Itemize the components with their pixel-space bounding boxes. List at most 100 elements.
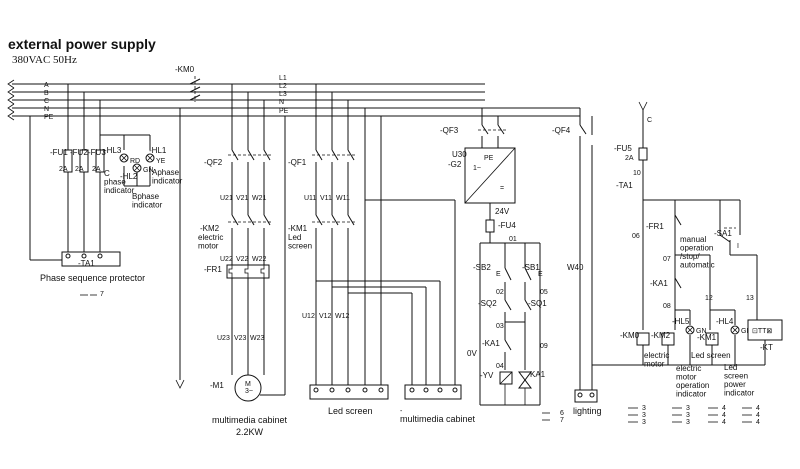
lamp-hl5-color: GN xyxy=(696,328,707,335)
control-fr1-label: -FR1 xyxy=(646,222,664,231)
ref-col-1-0: 3 xyxy=(686,405,690,412)
cabinet-terminal-block xyxy=(404,384,462,400)
ref-col-2-1: 4 xyxy=(722,412,726,419)
fuse-fu5-rating: 2A xyxy=(625,155,634,162)
protector-caption: Phase sequence protector xyxy=(40,273,145,283)
coil-km1 xyxy=(705,332,719,346)
phase-section-wires xyxy=(29,84,185,389)
fuse-label-fu1: -FU1 xyxy=(50,148,68,157)
control-section-wires xyxy=(638,101,766,366)
line-label-n: N xyxy=(279,99,284,106)
switch-sq1-label: -SQ1 xyxy=(528,299,547,308)
psu-symbol-ac: 1~ xyxy=(473,165,481,172)
bus-lines xyxy=(7,76,580,121)
motor-term-v22: V22 xyxy=(236,256,249,263)
lamp-label-hl2: -HL2 xyxy=(120,172,138,181)
motor-term-w22: W22 xyxy=(252,256,267,263)
led-term-v11: V11 xyxy=(320,195,332,202)
button-sb1-label: -SB1 xyxy=(522,263,540,272)
page-title: external power supply xyxy=(8,36,156,52)
fuse-fu4-label: -FU4 xyxy=(498,221,516,230)
button-sb2-e: E xyxy=(496,271,501,278)
node-05: 05 xyxy=(540,289,548,296)
node-02: 02 xyxy=(496,289,504,296)
coil-km0-label: -KM0 xyxy=(620,331,640,340)
ref-col-2-0: 4 xyxy=(722,405,726,412)
main-switch-label: -KM0 xyxy=(175,65,195,74)
led-section-wires xyxy=(312,84,456,385)
bus-label-n: N xyxy=(44,106,49,113)
breaker-qf2-label: -QF2 xyxy=(204,158,223,167)
lamp-hl5-icon xyxy=(685,325,695,335)
lamp-color-hl3: RD xyxy=(130,158,140,165)
fuse-fu4 xyxy=(485,219,495,233)
psu-ref-7: 7 xyxy=(560,417,564,424)
fuse-fu1 xyxy=(63,149,73,173)
control-ka1-label: -KA1 xyxy=(650,279,668,288)
coil-km1-label: -KM1 xyxy=(697,333,717,342)
caption-led-screen: Led screen xyxy=(691,351,731,360)
breaker-qf3-label: -QF3 xyxy=(440,126,459,135)
breaker-qf4-label: -QF4 xyxy=(552,126,571,135)
node-03: 03 xyxy=(496,323,504,330)
motor-caption: multimedia cabinet xyxy=(212,415,288,425)
bus-label-a: A xyxy=(44,82,49,89)
motor-m1-icon xyxy=(234,374,262,402)
fuse-rating-fu1: 2A xyxy=(59,166,68,173)
line-label-l2: L2 xyxy=(279,83,287,90)
node-01: 01 xyxy=(509,236,517,243)
ref-col-0-0: 3 xyxy=(642,405,646,412)
motor-term-u23: U23 xyxy=(217,335,230,342)
fuse-rating-fu3: 2A xyxy=(92,166,101,173)
ref-col-3-2: 4 xyxy=(756,419,760,426)
led-term-v12: V12 xyxy=(319,313,332,320)
led-term-w12: W12 xyxy=(335,313,350,320)
button-sb2-label: -SB2 xyxy=(473,263,491,272)
ref-col-0-2: 3 xyxy=(642,419,646,426)
led-caption: Led screen xyxy=(328,406,373,416)
lamp-hl1-icon xyxy=(145,153,155,163)
fuse-fu2 xyxy=(79,149,89,173)
psu-0v-label: 0V xyxy=(467,349,477,358)
psu-pe: PE xyxy=(484,155,494,162)
button-sb1-e: E xyxy=(538,271,543,278)
psu-ref-6: 6 xyxy=(560,410,564,417)
page-subtitle: 380VAC 50Hz xyxy=(12,54,77,66)
lamp-color-hl1: YE xyxy=(156,158,166,165)
protector-ta-label: -TA1 xyxy=(78,259,95,268)
psu-g-label: -G2 xyxy=(448,160,462,169)
lighting-section-wires xyxy=(579,108,720,390)
led-term-w11: W11 xyxy=(336,195,350,202)
valve-yv-label: -YV xyxy=(480,371,494,380)
contactor-km1-label: -KM1 xyxy=(288,224,308,233)
lamp-hl4-label: -HL4 xyxy=(716,317,734,326)
fuse-fu3 xyxy=(95,149,105,173)
fuse-label-fu2: -FU2 xyxy=(70,148,88,157)
relay-ka1-coil-label: KA1 xyxy=(530,370,546,379)
node-06: 06 xyxy=(632,233,640,240)
switch-sa1-mark: I xyxy=(737,243,739,250)
psu-section-wires xyxy=(478,108,541,406)
svg-text:⊡TT⊠: ⊡TT⊠ xyxy=(752,328,772,335)
psu-voltage: 24V xyxy=(495,207,510,216)
node-12: 12 xyxy=(705,295,713,302)
lamp-hl4-icon xyxy=(730,325,740,335)
breaker-qf1-label: -QF1 xyxy=(288,158,307,167)
lamp-label-hl1: -HL1 xyxy=(149,146,167,155)
lighting-w40: W40 xyxy=(567,263,584,272)
fuse-label-fu3: -FU3 xyxy=(88,148,106,157)
ref-col-1-1: 3 xyxy=(686,412,690,419)
lamp-hl2-icon xyxy=(132,163,142,173)
psu-unit-label: U30 xyxy=(452,150,467,159)
node-13: 13 xyxy=(746,295,754,302)
fuse-fu5-label: -FU5 xyxy=(614,144,632,153)
motor-term-u21: U21 xyxy=(220,195,233,202)
